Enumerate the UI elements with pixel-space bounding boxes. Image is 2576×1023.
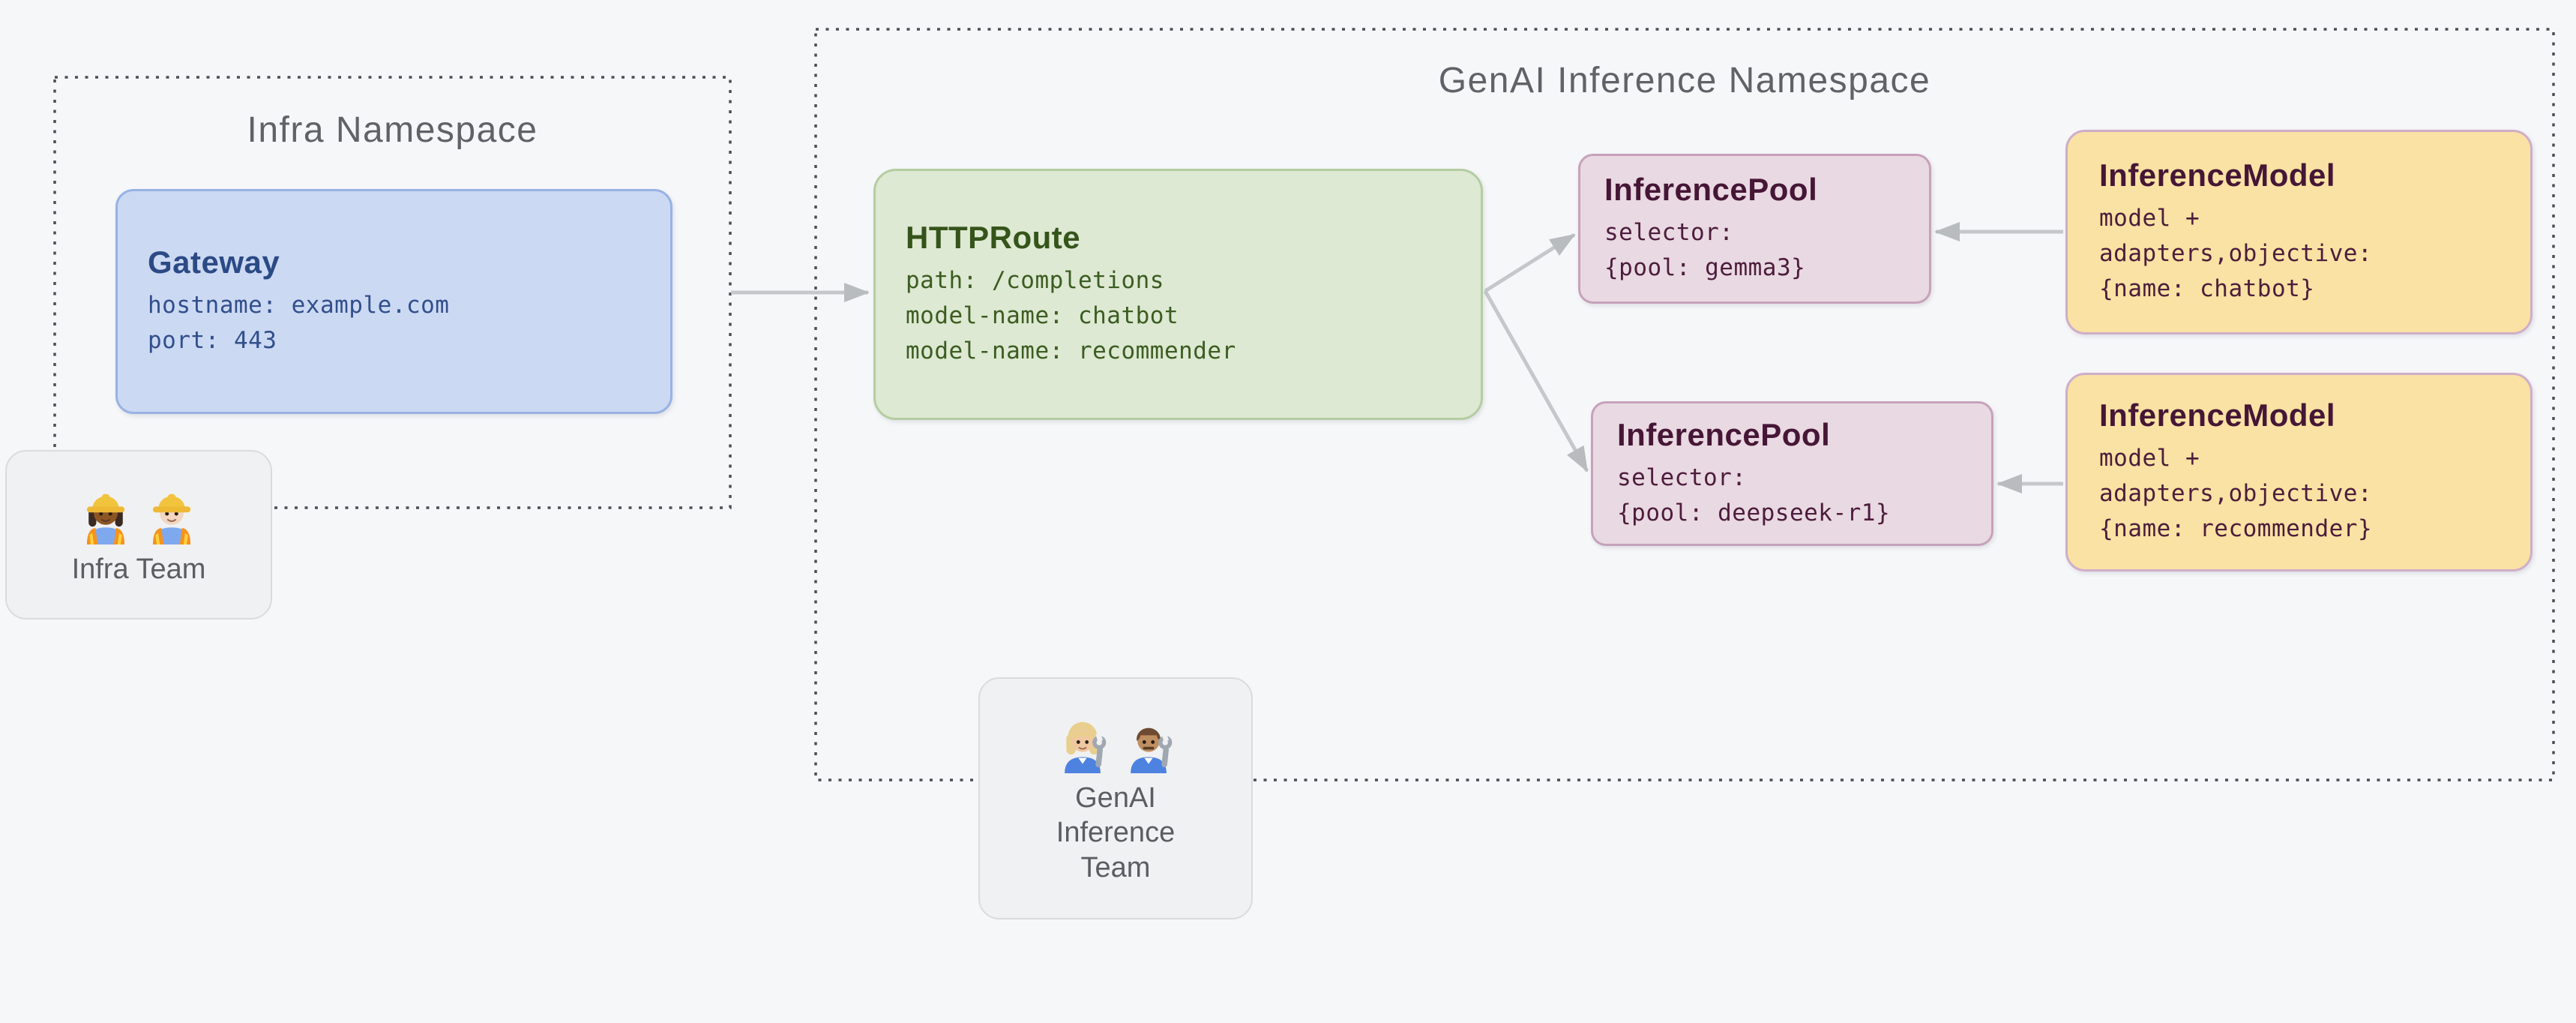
httproute-node: HTTPRoute path: /completions model-name:…	[873, 169, 1483, 420]
genai-inference-team-card: GenAI Inference Team	[978, 677, 1253, 920]
gateway-node: Gateway hostname: example.com port: 443	[115, 189, 672, 414]
edge-httproute-to-pool-deepseek	[1483, 290, 1589, 472]
genai-inference-team-label: GenAI Inference Team	[1056, 782, 1176, 884]
inference-pool-gemma3-value-line: {pool: gemma3}	[1604, 254, 1806, 281]
infra-team-card: Infra Team	[5, 450, 272, 620]
httproute-model-recommender-line: model-name: recommender	[906, 338, 1236, 364]
inference-model-chatbot-title: InferenceModel	[2099, 158, 2336, 193]
infra-team-icons	[75, 483, 202, 544]
inference-model-chatbot-line-1: model +	[2099, 205, 2200, 232]
inference-model-chatbot-line-3: {name: chatbot}	[2099, 275, 2315, 302]
inference-model-recommender-node: InferenceModel model + adapters,objectiv…	[2065, 373, 2533, 572]
inference-pool-gemma3-selector-line: selector:	[1604, 219, 1734, 246]
inference-pool-gemma3-title: InferencePool	[1604, 172, 1818, 207]
genai-team-icons	[1052, 712, 1179, 773]
man-construction-worker-icon	[152, 494, 191, 544]
inference-model-recommender-line-1: model +	[2099, 445, 2200, 472]
inference-model-recommender-title: InferenceModel	[2099, 398, 2336, 433]
infra-namespace-border	[53, 76, 732, 509]
infra-team-label: Infra Team	[71, 553, 206, 585]
genai-namespace-title: GenAI Inference Namespace	[1438, 61, 1931, 100]
woman-mechanic-icon	[1065, 722, 1107, 773]
inference-model-chatbot-line-2: adapters,objective:	[2099, 240, 2373, 267]
gateway-node-title: Gateway	[148, 244, 280, 280]
edge-httproute-to-pool-gemma3	[1484, 232, 1576, 293]
woman-construction-worker-icon	[86, 494, 125, 544]
httproute-model-chatbot-line: model-name: chatbot	[906, 302, 1179, 329]
man-mechanic-icon	[1131, 728, 1173, 773]
inference-model-recommender-line-3: {name: recommender}	[2099, 515, 2373, 542]
infra-namespace-title: Infra Namespace	[247, 110, 538, 150]
gateway-port-line: port: 443	[148, 327, 277, 354]
inference-pool-deepseek-selector-line: selector:	[1617, 464, 1747, 491]
inference-pool-deepseek-title: InferencePool	[1617, 416, 1831, 452]
httproute-node-title: HTTPRoute	[906, 220, 1081, 255]
inference-model-chatbot-node: InferenceModel model + adapters,objectiv…	[2065, 130, 2533, 334]
gateway-hostname-line: hostname: example.com	[148, 292, 450, 319]
inference-pool-gemma3-node: InferencePool selector: {pool: gemma3}	[1578, 154, 1931, 304]
httproute-path-line: path: /completions	[906, 267, 1164, 294]
inference-pool-deepseek-node: InferencePool selector: {pool: deepseek-…	[1591, 401, 1993, 546]
inference-model-recommender-line-2: adapters,objective:	[2099, 480, 2373, 507]
inference-pool-deepseek-value-line: {pool: deepseek-r1}	[1617, 499, 1891, 526]
